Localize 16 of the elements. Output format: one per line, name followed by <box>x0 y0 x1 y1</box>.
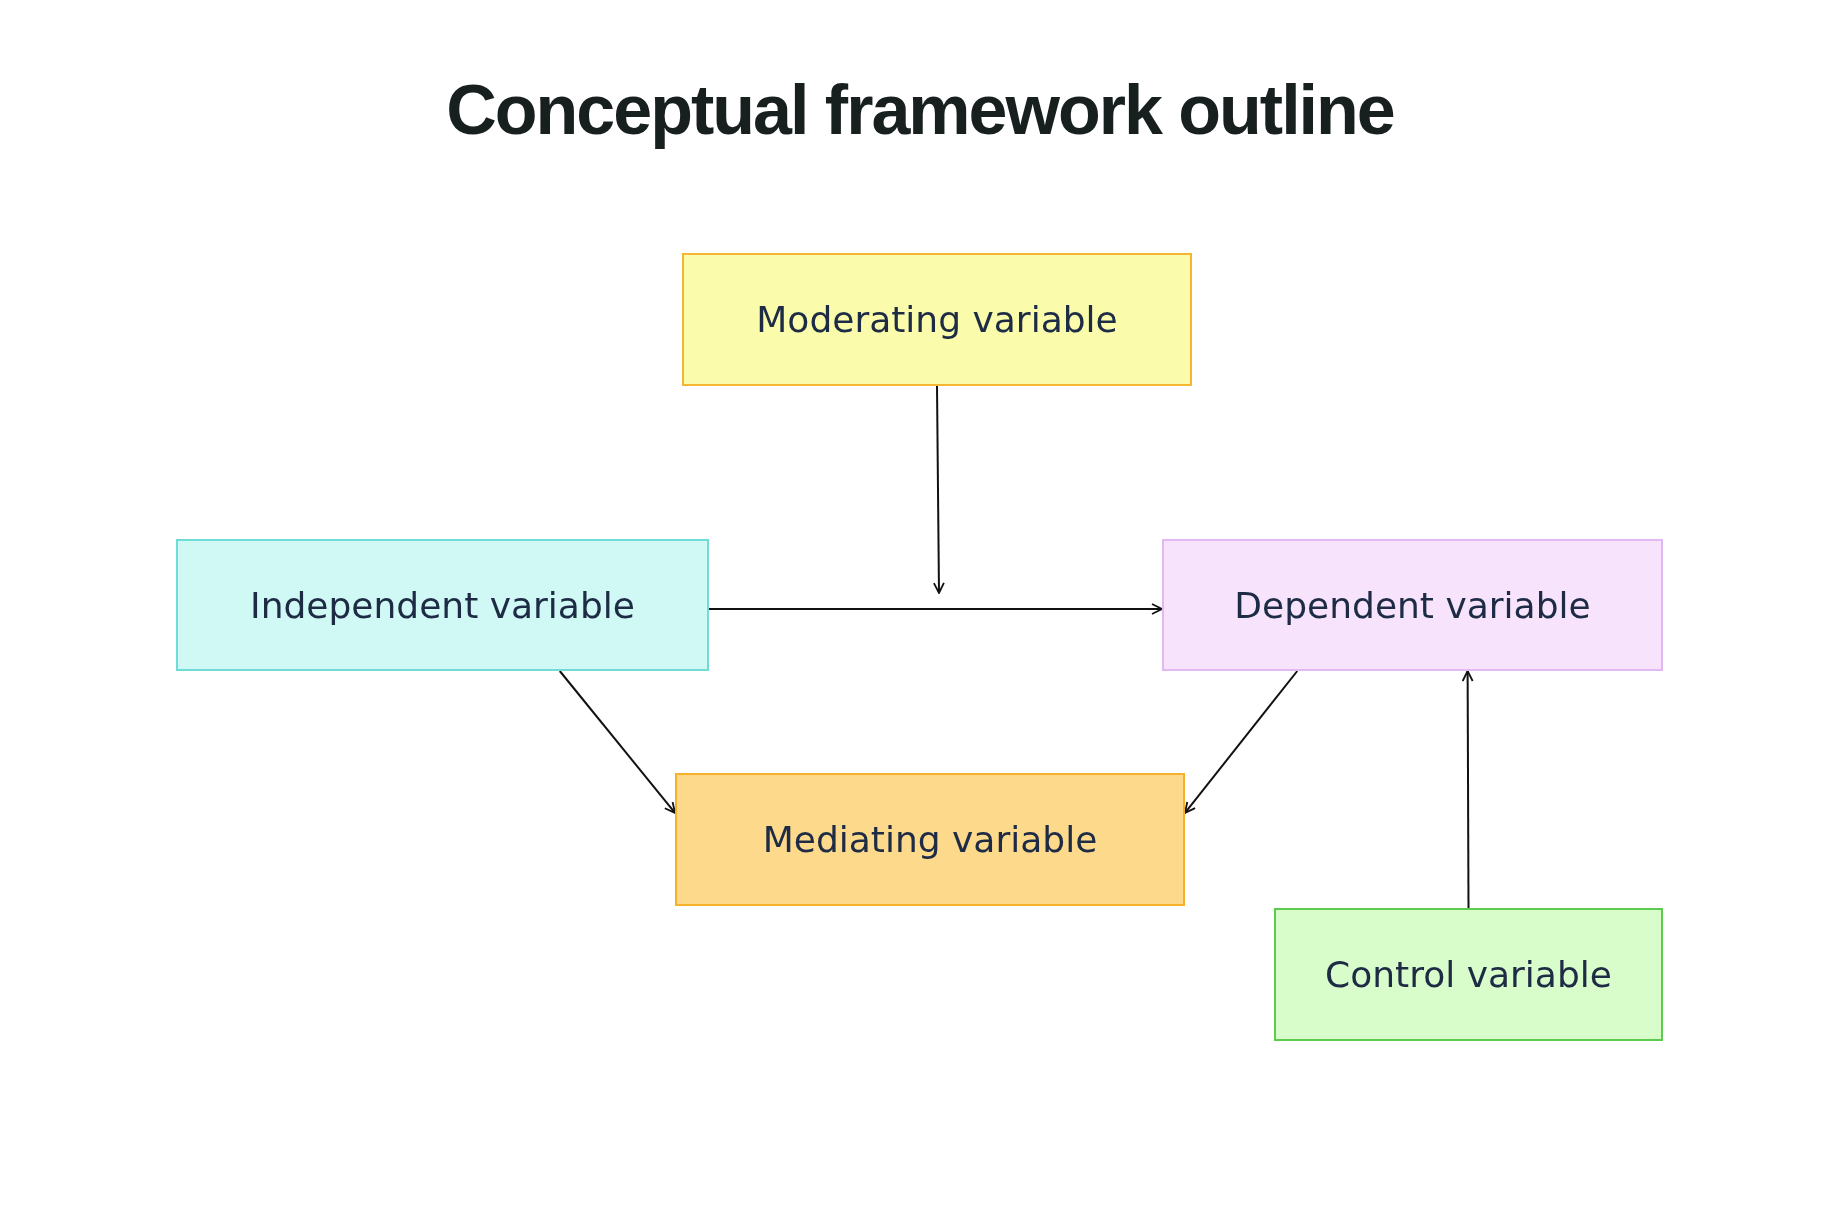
arrow <box>708 603 1163 615</box>
node-label: Independent variable <box>250 584 635 626</box>
node-label: Control variable <box>1325 954 1612 995</box>
diagram-title: Conceptual framework outline <box>445 70 1395 150</box>
node-label: Moderating variable <box>756 299 1118 340</box>
node-label: Dependent variable <box>1234 584 1591 626</box>
variable-box <box>176 539 709 671</box>
arrow <box>1461 670 1474 909</box>
arrow <box>933 385 945 594</box>
variable-box <box>1274 908 1663 1041</box>
variable-box <box>1162 539 1663 671</box>
arrow <box>1184 670 1299 814</box>
arrow <box>558 670 676 814</box>
node-label: Mediating variable <box>762 819 1098 860</box>
variable-box <box>682 253 1192 386</box>
variable-box <box>675 773 1185 906</box>
